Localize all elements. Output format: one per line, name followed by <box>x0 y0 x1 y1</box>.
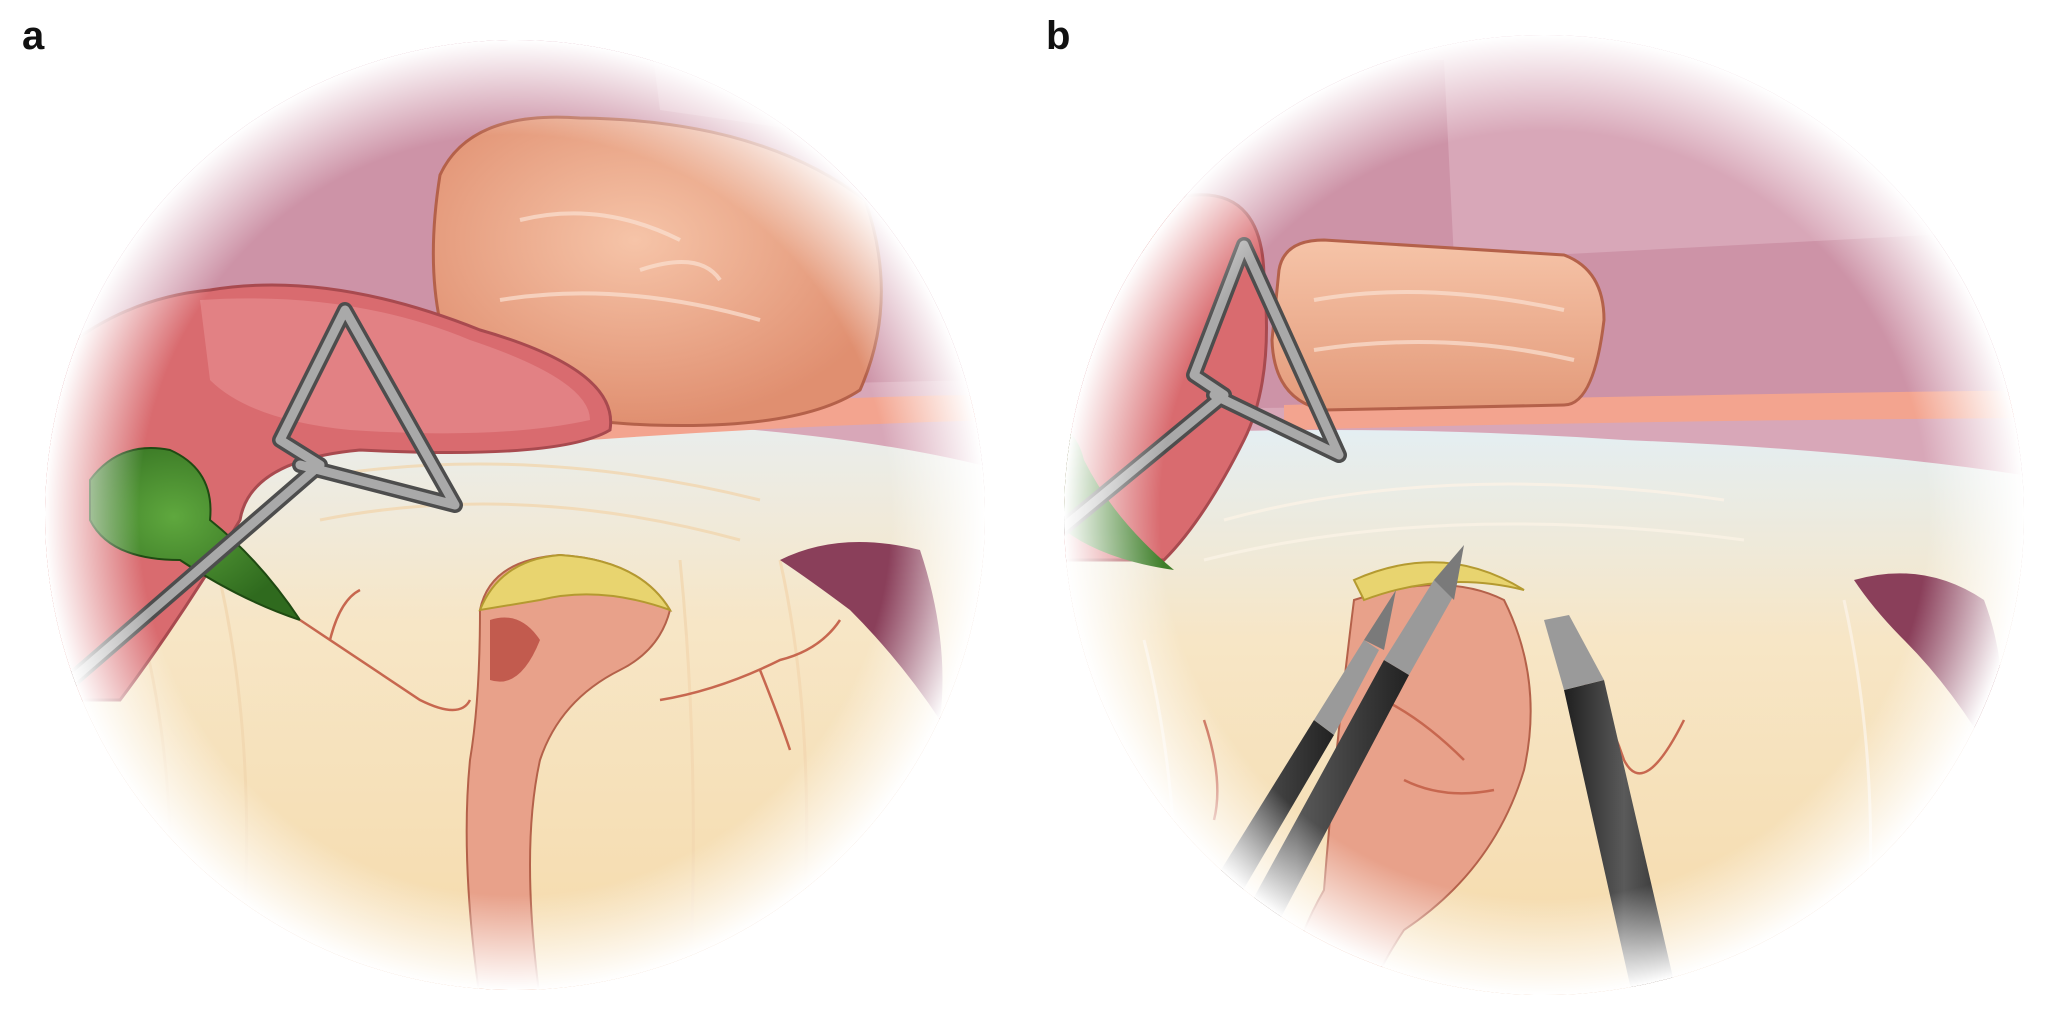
illustration-panel-a <box>45 40 985 990</box>
panel-label-a: a <box>22 14 45 58</box>
panel-label-b: b <box>1046 14 1071 58</box>
vagus-nerve <box>1122 39 1156 251</box>
illustration-panel-b <box>1064 35 2024 995</box>
